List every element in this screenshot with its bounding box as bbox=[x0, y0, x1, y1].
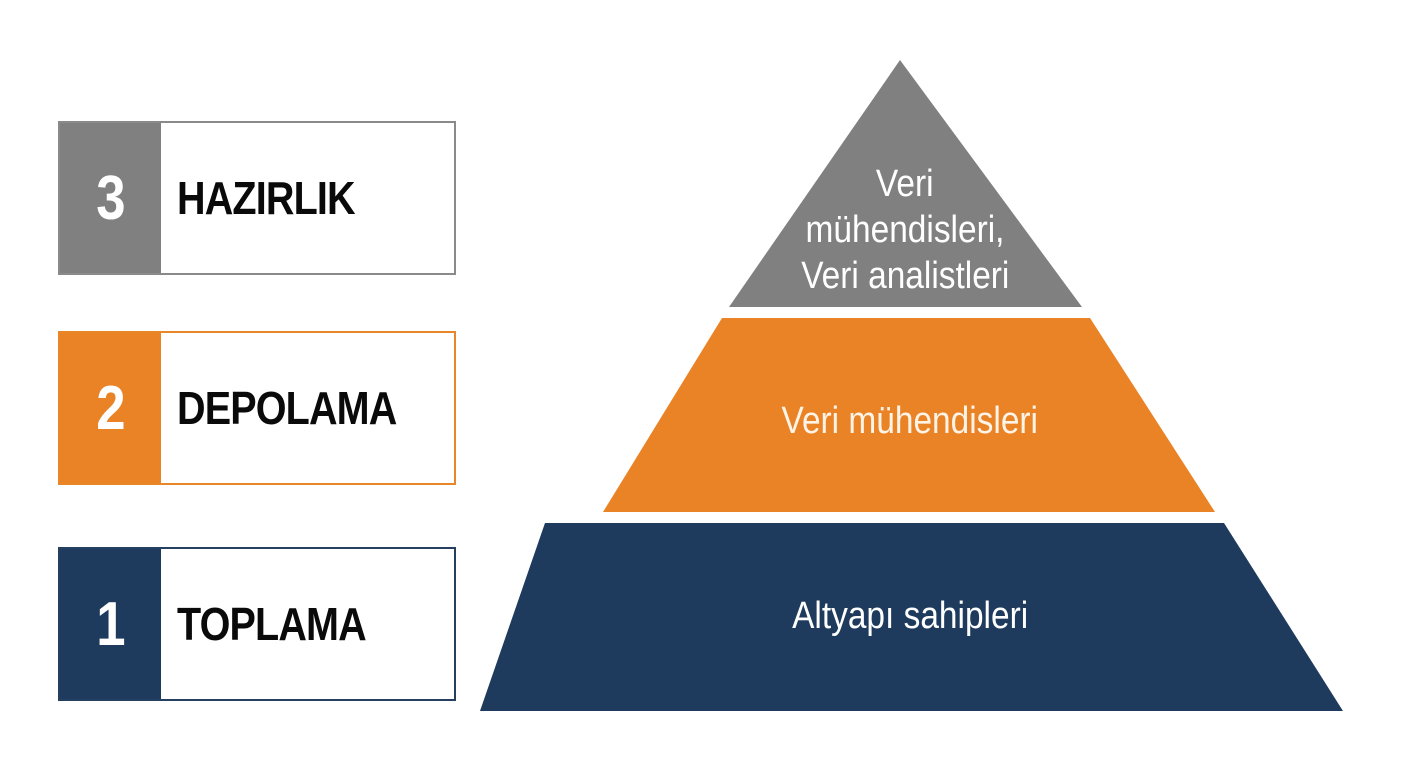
pyramid-bottom-label: Altyapı sahipleri bbox=[791, 595, 1029, 637]
stage-number-panel: 1 bbox=[60, 549, 161, 699]
stage-label-container: TOPLAMA bbox=[161, 549, 454, 699]
stage-number: 2 bbox=[96, 373, 125, 443]
pyramid-middle-text: Veri mühendisleri bbox=[700, 398, 1120, 444]
stage-box-depolama: 2 DEPOLAMA bbox=[58, 331, 456, 485]
pyramid-middle-label: Veri mühendisleri bbox=[781, 400, 1039, 442]
stage-label: TOPLAMA bbox=[177, 598, 367, 650]
pyramid-top-line-3: Veri analistleri bbox=[800, 255, 1010, 297]
pyramid-layer-top bbox=[729, 60, 1082, 307]
stage-box-toplama: 1 TOPLAMA bbox=[58, 547, 456, 701]
stage-number-panel: 2 bbox=[60, 333, 161, 483]
stage-number: 1 bbox=[96, 589, 125, 659]
pyramid-top-line-2: mühendisleri, bbox=[805, 209, 1005, 251]
pyramid-layer-middle bbox=[603, 318, 1215, 512]
pyramid-top-line-1: Veri bbox=[876, 163, 934, 205]
stage-label: HAZIRLIK bbox=[177, 172, 356, 224]
stage-label-container: HAZIRLIK bbox=[161, 123, 454, 273]
pyramid-top-text: Veri mühendisleri, Veri analistleri bbox=[750, 161, 1060, 299]
stage-number-panel: 3 bbox=[60, 123, 161, 273]
pyramid-layer-bottom bbox=[480, 523, 1343, 711]
stage-box-hazirlik: 3 HAZIRLIK bbox=[58, 121, 456, 275]
stage-label: DEPOLAMA bbox=[177, 382, 397, 434]
stage-number: 3 bbox=[96, 163, 125, 233]
pyramid-bottom-text: Altyapı sahipleri bbox=[700, 593, 1120, 639]
stage-label-container: DEPOLAMA bbox=[161, 333, 454, 483]
